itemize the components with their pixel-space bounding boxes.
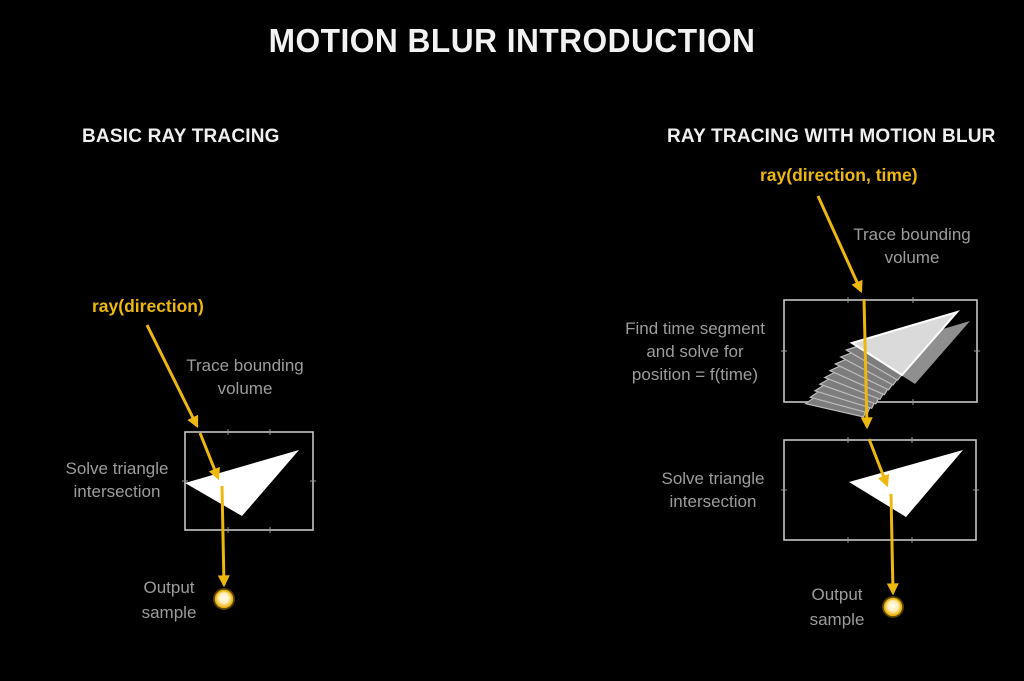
left-ray-segment-3 [217, 485, 230, 588]
left-solve-triangle-label: Solve triangle intersection [65, 459, 169, 501]
right-box2-tick-marks [781, 437, 979, 543]
right-triangle [849, 450, 963, 517]
left-triangle [185, 450, 299, 516]
right-find-time-segment-label: Find time segment and solve for position… [625, 319, 765, 384]
right-trace-bounding-volume-label: Trace bounding volume [853, 225, 971, 267]
left-trace-bounding-volume-label: Trace bounding volume [186, 356, 304, 398]
left-ray-segment-2 [198, 432, 221, 481]
right-output-dot [883, 597, 903, 617]
motion-blurred-triangles [804, 310, 970, 418]
left-ray-segment-1 [145, 324, 199, 429]
right-ray-segment-1 [816, 195, 863, 294]
right-output-sample-label: Output sample [809, 585, 865, 629]
left-box-tick-marks [182, 429, 316, 533]
left-output-sample-label: Output sample [141, 578, 197, 622]
left-output-dot [214, 589, 234, 609]
right-solve-triangle-label: Solve triangle intersection [661, 469, 765, 511]
right-ray-function-label: ray(direction, time) [760, 165, 918, 185]
right-ray-segment-4 [886, 493, 899, 596]
left-ray-path [145, 324, 230, 588]
left-ray-function-label: ray(direction) [92, 296, 204, 316]
slide-title: MOTION BLUR INTRODUCTION [268, 22, 756, 59]
right-bounding-box [781, 437, 979, 543]
right-column-heading: RAY TRACING WITH MOTION BLUR [667, 126, 996, 147]
motion-blur-triangle-front [849, 310, 961, 377]
right-ray-segment-3 [867, 438, 890, 488]
right-ray-segment-2 [860, 298, 873, 430]
right-ray-path [816, 195, 899, 596]
left-bounding-box [182, 429, 316, 533]
left-column-heading: BASIC RAY TRACING [82, 126, 280, 147]
